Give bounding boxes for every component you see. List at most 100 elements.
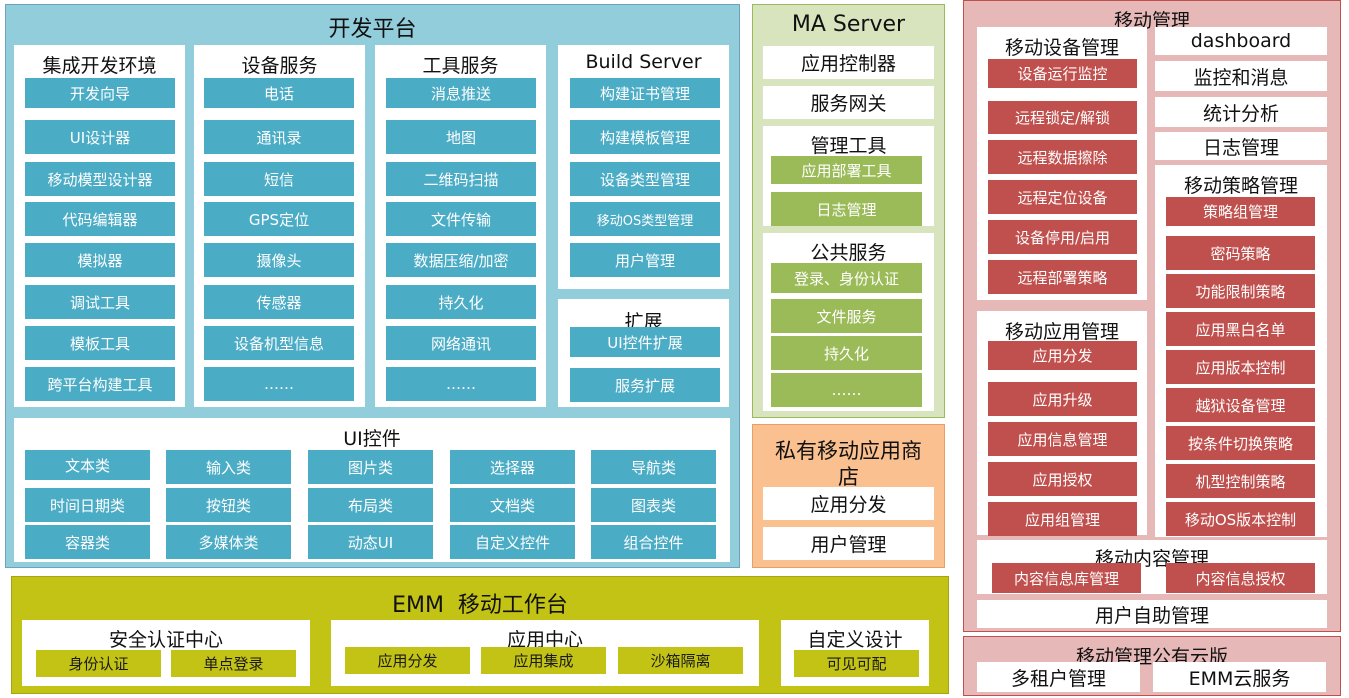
cloud-item: 多租户管理 [977, 662, 1140, 692]
ui-control-item: 导航类 [591, 450, 716, 484]
device-service-item: 通讯录 [204, 120, 354, 154]
ide-item: 模板工具 [25, 326, 175, 360]
emm-item: 可见可配 [794, 650, 919, 677]
emm-item: 应用分发 [345, 647, 470, 674]
ide-item: UI设计器 [25, 120, 175, 154]
device-mgmt-title: 移动设备管理 [1004, 37, 1119, 59]
device-service-item: GPS定位 [204, 202, 354, 236]
dev-platform-title: 开发平台 [328, 17, 417, 42]
tool-service-item: 网络通讯 [386, 326, 536, 360]
security-center-title: 安全认证中心 [108, 629, 223, 651]
public-service-item: 文件服务 [771, 299, 922, 333]
ui-control-item: 文本类 [25, 450, 150, 480]
build-server-item: 构建证书管理 [570, 78, 720, 108]
device-mgmt-item: 设备运行监控 [988, 59, 1137, 88]
mobile-mgmt-title: 移动管理 [1113, 10, 1190, 32]
app-mgmt-item: 应用分发 [988, 341, 1137, 370]
store-title-line2: 店 [838, 465, 859, 489]
device-mgmt-item: 设备停用/启用 [988, 220, 1137, 254]
store-item: 应用分发 [763, 487, 934, 520]
mgmt-tools-title: 管理工具 [810, 135, 887, 157]
device-service-item: 短信 [204, 162, 354, 196]
store-item: 用户管理 [763, 527, 934, 560]
custom-design-title: 自定义设计 [807, 629, 903, 651]
ide-title: 集成开发环境 [42, 55, 157, 77]
tool-service-item: 消息推送 [386, 78, 536, 108]
ma-server-title: MA Server [791, 12, 906, 37]
build-server-item: 构建模板管理 [570, 120, 720, 154]
policy-item: 功能限制策略 [1166, 274, 1315, 308]
mgmt-tool-item: 应用部署工具 [771, 156, 922, 184]
app-center-title: 应用中心 [506, 629, 583, 651]
tool-service-item: 二维码扫描 [386, 162, 536, 196]
log-mgmt-item: 日志管理 [1155, 132, 1327, 160]
ide-item: 调试工具 [25, 285, 175, 319]
ui-control-item: 动态UI [308, 525, 433, 559]
device-service-item: 摄像头 [204, 243, 354, 277]
dashboard-item: dashboard [1155, 27, 1327, 55]
device-services-title: 设备服务 [241, 55, 318, 77]
extension-item: UI控件扩展 [570, 327, 720, 357]
device-service-item: 电话 [204, 78, 354, 108]
build-server-item: 移动OS类型管理 [570, 202, 720, 236]
build-server-item: 用户管理 [570, 243, 720, 277]
tool-service-item: …… [386, 367, 536, 401]
extension-item: 服务扩展 [570, 368, 720, 402]
ide-item: 移动模型设计器 [25, 162, 175, 196]
device-service-item: …… [204, 367, 354, 401]
store-title-line1: 私有移动应用商 [775, 439, 922, 463]
ui-control-item: 输入类 [166, 450, 291, 484]
app-mgmt-item: 应用升级 [988, 382, 1137, 416]
device-mgmt-item: 远程部署策略 [988, 260, 1137, 294]
self-service-item: 用户自助管理 [977, 600, 1327, 628]
ui-control-item: 图表类 [591, 488, 716, 522]
public-service-item: 持久化 [771, 336, 922, 370]
policy-item: 越狱设备管理 [1166, 388, 1315, 422]
device-service-item: 设备机型信息 [204, 326, 354, 360]
emm-item: 身份认证 [36, 650, 161, 677]
emm-item: 沙箱隔离 [618, 647, 743, 674]
app-mgmt-item: 应用信息管理 [988, 422, 1137, 456]
device-mgmt-item: 远程锁定/解锁 [988, 101, 1137, 134]
content-mgmt-item: 内容信息授权 [1166, 563, 1315, 593]
ui-control-item: 图片类 [308, 450, 433, 484]
policy-item: 移动OS版本控制 [1166, 502, 1315, 536]
policy-item: 策略组管理 [1166, 197, 1315, 226]
ide-item: 模拟器 [25, 243, 175, 277]
ui-control-item: 时间日期类 [25, 488, 150, 522]
policy-item: 应用黑白名单 [1166, 312, 1315, 346]
build-server-title: Build Server [585, 51, 702, 73]
ide-item: 代码编辑器 [25, 202, 175, 236]
ide-item: 开发向导 [25, 78, 175, 108]
ui-control-item: 自定义控件 [450, 525, 575, 559]
policy-item: 按条件切换策略 [1166, 426, 1315, 460]
tool-services-title: 工具服务 [422, 55, 499, 77]
tool-service-item: 持久化 [386, 285, 536, 319]
policy-item: 应用版本控制 [1166, 350, 1315, 384]
public-service-item: 登录、身份认证 [771, 263, 922, 293]
device-service-item: 传感器 [204, 285, 354, 319]
build-server-item: 设备类型管理 [570, 162, 720, 196]
ide-item: 跨平台构建工具 [25, 367, 175, 401]
public-services-title: 公共服务 [810, 242, 887, 264]
tool-service-item: 文件传输 [386, 202, 536, 236]
ma-top-item: 服务网关 [763, 86, 934, 119]
mgmt-tool-item: 日志管理 [771, 192, 922, 226]
emm-item: 单点登录 [171, 650, 296, 677]
cloud-item: EMM云服务 [1153, 662, 1326, 692]
tool-service-item: 地图 [386, 120, 536, 154]
emm-item: 应用集成 [481, 647, 606, 674]
app-mgmt-title: 移动应用管理 [1004, 321, 1119, 343]
ui-control-item: 选择器 [450, 450, 575, 484]
ui-control-item: 按钮类 [166, 488, 291, 522]
content-mgmt-item: 内容信息库管理 [992, 563, 1141, 593]
app-mgmt-item: 应用组管理 [988, 502, 1137, 536]
ui-control-item: 多媒体类 [166, 525, 291, 559]
ui-control-item: 布局类 [308, 488, 433, 522]
emm-title: EMM 移动工作台 [392, 593, 568, 618]
ui-controls-title: UI控件 [343, 428, 401, 450]
ui-control-item: 文档类 [450, 488, 575, 522]
device-mgmt-item: 远程数据擦除 [988, 140, 1137, 174]
ui-control-item: 组合控件 [591, 525, 716, 559]
policy-item: 机型控制策略 [1166, 464, 1315, 498]
